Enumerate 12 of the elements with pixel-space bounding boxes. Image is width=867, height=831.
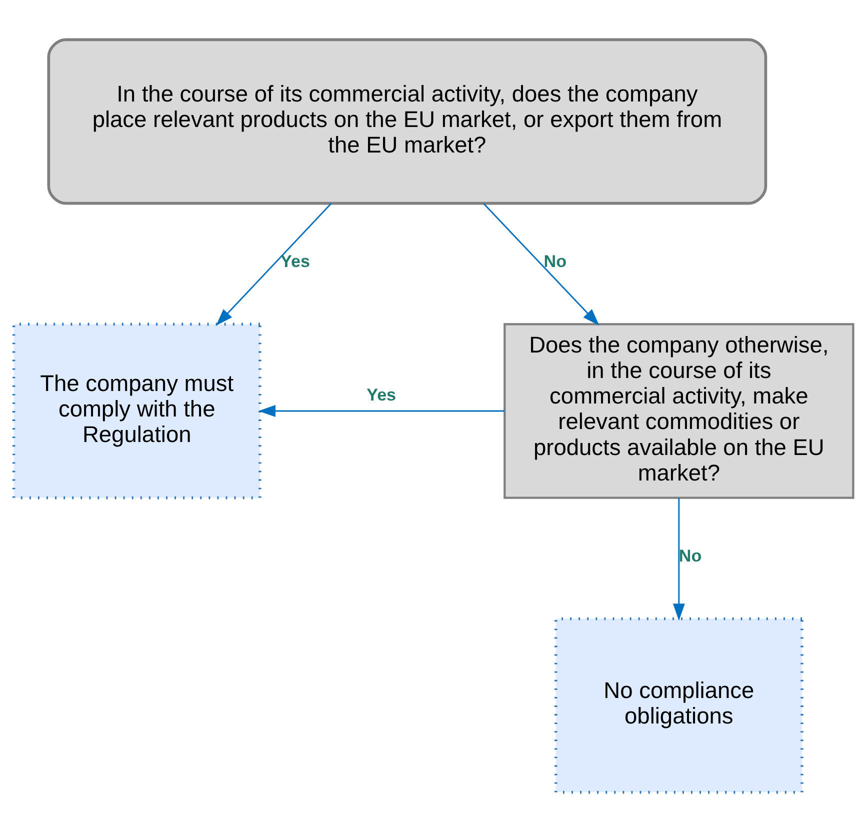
arrow — [216, 202, 332, 326]
arrow — [258, 404, 504, 416]
edge-label: No — [678, 546, 702, 565]
arrow — [483, 202, 600, 326]
node-box: No compliance obligations — [554, 616, 804, 794]
node-box: Does the company otherwise, in the course of its commercial activity, make relevant commodities or products available on the EU market? — [504, 322, 854, 498]
node-box: The company must comply with the Regulation — [12, 322, 262, 499]
edge-label: No — [544, 251, 567, 270]
edge-label: Yes — [280, 251, 310, 270]
arrow — [672, 497, 685, 620]
node-box: In the course of its commercial activity, does the company place relevant products on the EU market, or export them from the EU market? — [47, 38, 768, 204]
edge-label: Yes — [366, 384, 396, 404]
